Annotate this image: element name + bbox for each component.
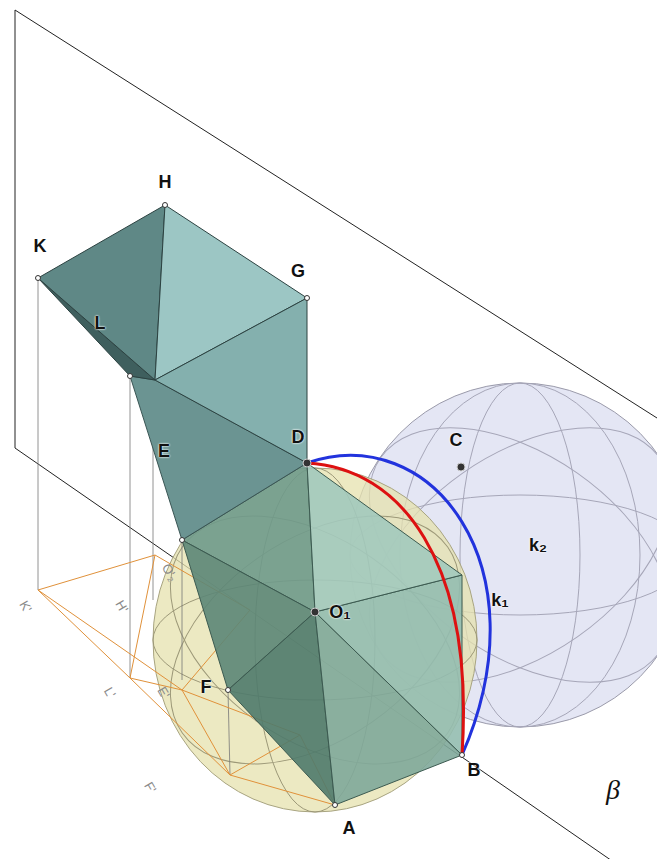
projection-edge bbox=[130, 555, 155, 678]
projection-label: K' bbox=[18, 598, 35, 614]
vertex-label: D bbox=[292, 428, 305, 446]
vertex-dot bbox=[180, 538, 185, 543]
plane-edge bbox=[15, 10, 657, 418]
vertex-label: G bbox=[291, 262, 305, 280]
solid-face bbox=[38, 205, 165, 380]
projection-line bbox=[38, 278, 39, 590]
projection-edge bbox=[38, 590, 130, 678]
projection-line bbox=[182, 540, 183, 680]
solid-face bbox=[307, 463, 462, 612]
vertex-label: F bbox=[201, 678, 212, 696]
vertex-dot bbox=[226, 688, 231, 693]
center-label: O₁ bbox=[329, 603, 350, 621]
projection-edge bbox=[38, 555, 155, 590]
projection-edge bbox=[182, 690, 230, 775]
projection-edge bbox=[130, 678, 230, 775]
point-label: C bbox=[450, 431, 463, 449]
projection-edge bbox=[38, 590, 182, 690]
vertex-dot bbox=[163, 203, 168, 208]
circle-label: k₁ bbox=[491, 591, 508, 609]
circle-k1 bbox=[307, 463, 463, 755]
circle-k2 bbox=[307, 455, 490, 755]
point-dot bbox=[457, 463, 465, 471]
projection-label: H' bbox=[113, 598, 130, 615]
vertex-label: K bbox=[34, 237, 47, 255]
point-dot bbox=[303, 459, 311, 467]
vertex-label: A bbox=[343, 819, 356, 837]
vertex-dot bbox=[128, 374, 133, 379]
projection-line bbox=[228, 690, 230, 775]
vertex-dot bbox=[36, 276, 41, 281]
vertex-label: B bbox=[468, 761, 481, 779]
plane-edge bbox=[15, 10, 16, 448]
vertex-dot bbox=[460, 753, 465, 758]
circle-label: k₂ bbox=[529, 536, 547, 554]
vertex-dot bbox=[305, 296, 310, 301]
point-dot bbox=[311, 608, 319, 616]
vertex-label: L bbox=[95, 314, 106, 332]
vertex-label: E bbox=[158, 442, 170, 460]
plane-label: β bbox=[606, 776, 620, 804]
vertex-label: H bbox=[159, 173, 172, 191]
solid-face bbox=[155, 298, 307, 463]
projection-label: F' bbox=[142, 779, 158, 795]
vertex-dot bbox=[333, 803, 338, 808]
projection-line bbox=[130, 376, 131, 678]
projection-label: L' bbox=[102, 685, 118, 700]
